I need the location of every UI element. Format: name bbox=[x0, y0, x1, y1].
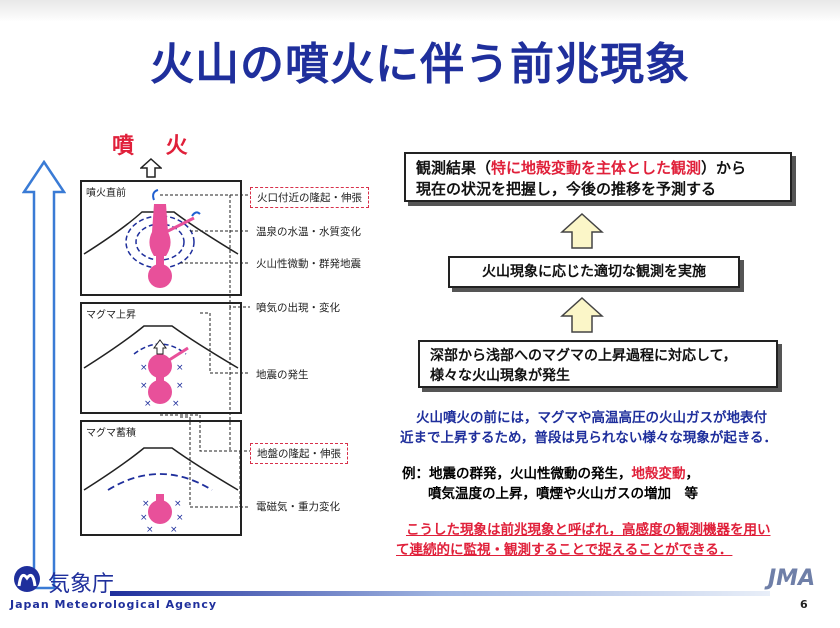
svg-text:×: × bbox=[144, 399, 152, 409]
flow-arrow-upper-icon bbox=[560, 212, 604, 249]
jma-wordmark: JMA bbox=[768, 566, 816, 591]
panel-magma-accumulation: マグマ蓄積 × × × × × × bbox=[80, 420, 242, 536]
flow-box-observation: 火山現象に応じた適切な観測を実施 bbox=[448, 256, 740, 288]
svg-text:×: × bbox=[174, 499, 182, 509]
flow-box-prediction: 観測結果（特に地殻変動を主体とした観測）から 現在の状況を把握し，今後の推移を予… bbox=[404, 152, 792, 202]
example-red: 地殻変動 bbox=[631, 466, 686, 482]
time-progress-arrow bbox=[22, 160, 66, 590]
svg-text:×: × bbox=[170, 525, 178, 534]
description-line2: 近まで上昇するため，普段は見られない様々な現象が起きる． bbox=[400, 430, 778, 446]
svg-text:×: × bbox=[140, 363, 148, 373]
title-bar-gradient bbox=[0, 0, 840, 22]
annotation-hot-spring-change: 温泉の水温・水質変化 bbox=[256, 226, 361, 238]
jma-logo-icon bbox=[14, 566, 40, 592]
volcano-diagram-1 bbox=[83, 189, 239, 288]
annotation-fumarole-change: 噴気の出現・変化 bbox=[256, 302, 340, 314]
panel-label: マグマ上昇 bbox=[86, 310, 136, 321]
agency-name-en: Japan Meteorological Agency bbox=[10, 598, 218, 611]
footer-bar bbox=[110, 591, 770, 596]
conclusion-text: こうした現象は前兆現象と呼ばれ，高感度の観測機器を用い て連続的に監視・観測する… bbox=[396, 520, 832, 560]
volcano-diagram-3: × × × × × × bbox=[83, 447, 239, 534]
eruption-label: 噴 火 bbox=[112, 134, 200, 159]
eruption-up-arrow-icon bbox=[140, 158, 162, 178]
svg-text:×: × bbox=[176, 381, 184, 391]
example-line2: 噴気温度の上昇，噴煙や火山ガスの増加 等 bbox=[428, 486, 698, 502]
page-title: 火山の噴火に伴う前兆現象 bbox=[150, 39, 690, 90]
annotation-volcanic-tremor: 火山性微動・群発地震 bbox=[256, 258, 361, 270]
annotation-ground-uplift: 地盤の隆起・伸張 bbox=[250, 443, 348, 464]
flow-top-red: 特に地殻変動を主体とした観測 bbox=[491, 159, 702, 177]
svg-text:×: × bbox=[142, 499, 150, 509]
svg-text:×: × bbox=[176, 363, 184, 373]
description-text: 火山噴火の前には，マグマや高温高圧の火山ガスが地表付 近まで上昇するため，普段は… bbox=[400, 408, 830, 448]
panel-label: 噴火直前 bbox=[86, 188, 126, 199]
flow-top-prefix: 観測結果（ bbox=[416, 159, 492, 177]
example-prefix: 例：地震の群発，火山性微動の発生， bbox=[402, 466, 632, 482]
example-comma: ， bbox=[685, 466, 700, 482]
flow-bottom-line1: 深部から浅部へのマグマの上昇過程に対応して， bbox=[430, 348, 737, 364]
annotation-crater-uplift: 火口付近の隆起・伸張 bbox=[250, 187, 369, 208]
conclusion-line2: て連続的に監視・観測することで捉えることができる． bbox=[396, 542, 733, 558]
annotation-leader-lines bbox=[160, 194, 250, 508]
volcano-diagram-2: × × × × × × bbox=[83, 325, 239, 409]
svg-text:×: × bbox=[172, 399, 180, 409]
example-text: 例：地震の群発，火山性微動の発生，地殻変動， 噴気温度の上昇，噴煙や火山ガスの増… bbox=[402, 464, 822, 504]
flow-top-suffix: ）から bbox=[701, 159, 747, 177]
conclusion-line1: こうした現象は前兆現象と呼ばれ，高感度の観測機器を用い bbox=[406, 522, 771, 538]
svg-text:×: × bbox=[140, 513, 148, 523]
panel-label: マグマ蓄積 bbox=[86, 428, 136, 439]
flow-arrow-lower-icon bbox=[560, 296, 604, 333]
flow-bottom-line2: 様々な火山現象が発生 bbox=[430, 368, 570, 384]
flow-top-line2: 現在の状況を把握し，今後の推移を予測する bbox=[416, 180, 717, 198]
svg-text:×: × bbox=[140, 381, 148, 391]
panel-just-before-eruption: 噴火直前 bbox=[80, 180, 242, 296]
svg-text:×: × bbox=[146, 525, 154, 534]
svg-text:×: × bbox=[176, 513, 184, 523]
annotation-earthquake: 地震の発生 bbox=[256, 369, 309, 381]
flow-box-magma-process: 深部から浅部へのマグマの上昇過程に対応して， 様々な火山現象が発生 bbox=[418, 340, 778, 388]
annotation-electromagnetic-gravity: 電磁気・重力変化 bbox=[256, 501, 340, 513]
page-number: 6 bbox=[800, 598, 808, 611]
panel-magma-rising: マグマ上昇 × × × × × × bbox=[80, 302, 242, 414]
agency-name-jp: 気象庁 bbox=[48, 572, 115, 597]
description-line1: 火山噴火の前には，マグマや高温高圧の火山ガスが地表付 bbox=[416, 410, 767, 426]
